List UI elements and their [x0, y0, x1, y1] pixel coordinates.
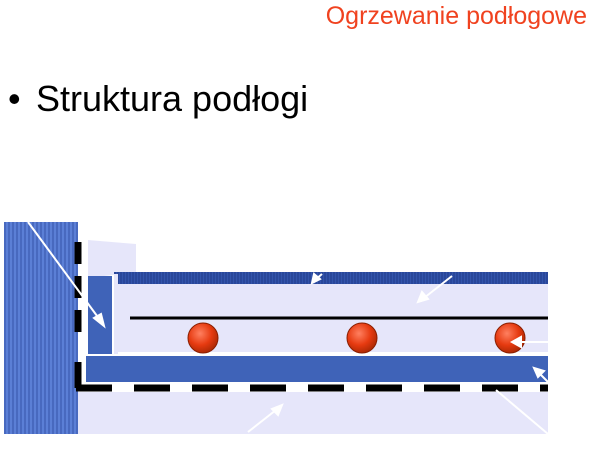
floor-covering: [114, 272, 548, 284]
arrow-line: [27, 221, 101, 321]
arrow-line: [423, 275, 453, 299]
subfloor: [78, 392, 548, 434]
arrow-line: [247, 409, 277, 433]
pointer-arrows: [27, 221, 549, 435]
bullet-item: • Struktura podłogi: [8, 78, 308, 120]
arrow-head: [532, 366, 546, 379]
separator: [114, 274, 118, 354]
slide-title: Ogrzewanie podłogowe: [325, 2, 587, 30]
bullet-symbol: •: [8, 78, 21, 119]
wall: [4, 222, 78, 434]
arrow-head: [92, 312, 106, 329]
heating-pipe: [187, 322, 219, 354]
skirting-board: [88, 240, 136, 278]
insulation-layer: [86, 356, 548, 382]
arrow-line: [495, 389, 549, 435]
arrow-head: [310, 272, 322, 285]
arrow-head: [509, 335, 522, 349]
arrow-head: [270, 403, 284, 417]
heating-pipe: [346, 322, 378, 354]
arrow-head: [416, 290, 430, 304]
bullet-text: Struktura podłogi: [36, 78, 309, 119]
